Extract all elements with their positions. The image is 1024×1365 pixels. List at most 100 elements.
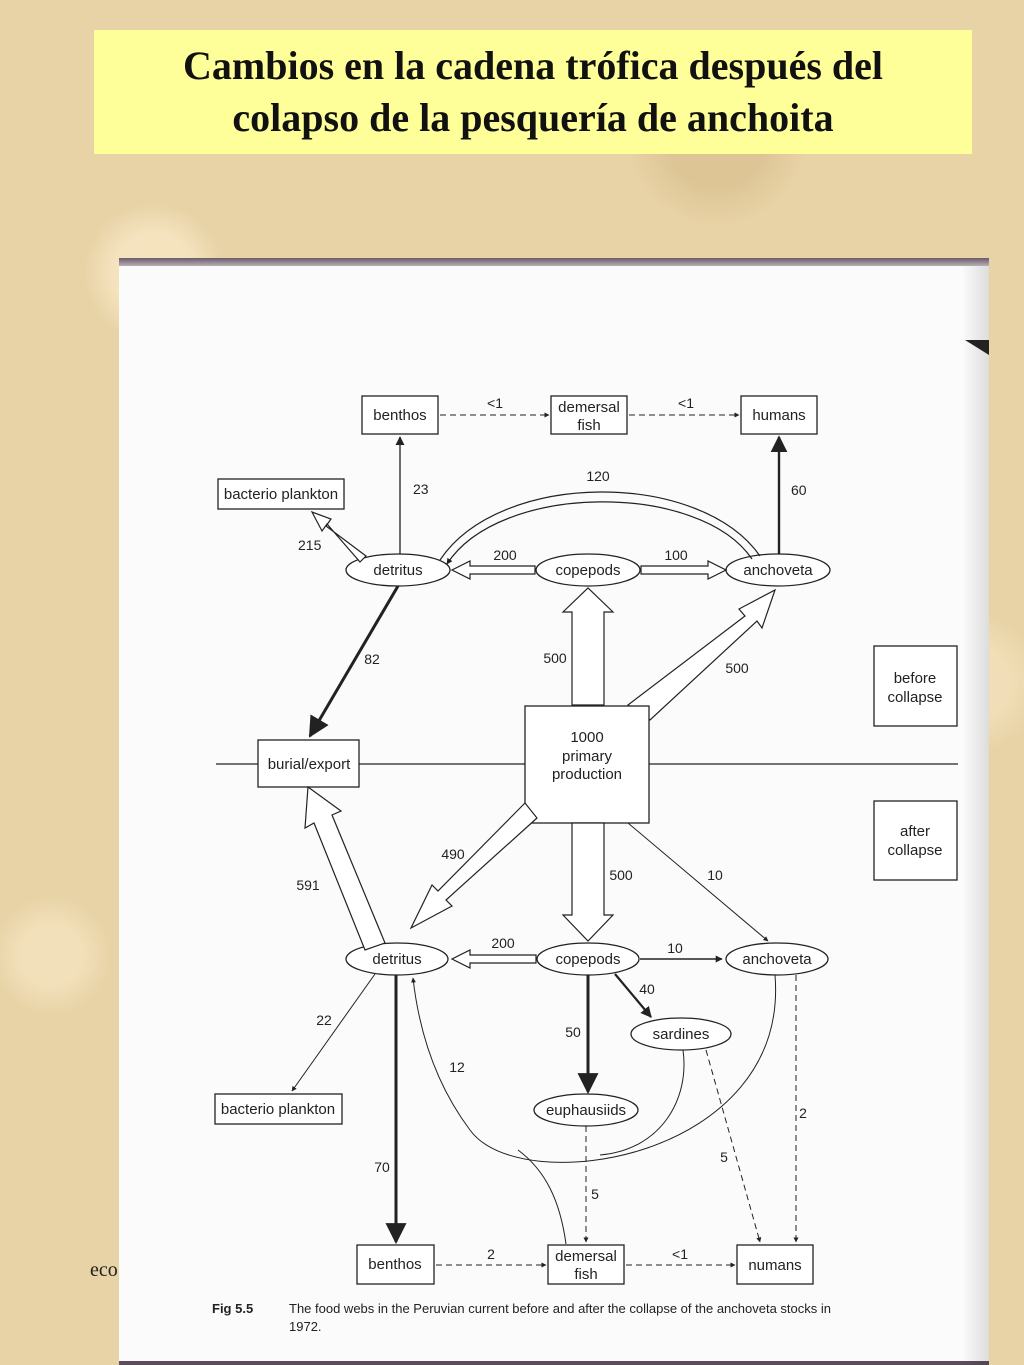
svg-text:benthos: benthos [368, 1256, 421, 1273]
node-humans-before: humans [740, 395, 818, 435]
flow-primary-anchoveta-before [626, 588, 777, 721]
slide-title: Cambios en la cadena trófica después del… [94, 30, 972, 154]
flow-primary-detritus-after [409, 802, 538, 930]
svg-text:fish: fish [574, 1266, 597, 1283]
flow-detritus-burial-after [304, 785, 386, 951]
svg-text:collapse: collapse [887, 842, 942, 859]
caption-label: Fig 5.5 [212, 1301, 253, 1316]
node-anchoveta-after: anchoveta [725, 942, 829, 976]
node-burial-export: burial/export [257, 739, 360, 788]
state-box-after-collapse: after collapse [873, 800, 958, 881]
label-demersal-humans-after: <1 [672, 1246, 688, 1262]
label-anchoveta-humans-after: 2 [799, 1105, 807, 1121]
node-detritus-before: detritus [345, 553, 451, 587]
label-demersal-humans-before: <1 [678, 395, 694, 411]
flow-copepods-detritus-before [450, 560, 536, 580]
svg-text:demersal: demersal [558, 399, 620, 416]
node-benthos-before: benthos [361, 395, 439, 435]
node-demersal-before: demersal fish [550, 395, 628, 435]
before-collapse-web: benthos demersal fish humans <1 <1 bacte… [217, 395, 831, 738]
svg-text:primary: primary [562, 748, 613, 765]
caption-line-2: 1972. [289, 1319, 322, 1334]
state-box-before-collapse: before collapse [873, 645, 958, 727]
flow-anchoveta-detritus-inner [446, 501, 753, 565]
node-euphausiids-after: euphausiids [533, 1093, 639, 1127]
label-detritus-burial-before: 82 [364, 651, 380, 667]
node-detritus-after: detritus [345, 942, 449, 976]
flow-sardines-humans-after [705, 1049, 762, 1243]
scan-top-edge [119, 258, 989, 266]
label-primary-detritus-after: 490 [441, 846, 465, 862]
svg-text:bacterio plankton: bacterio plankton [224, 486, 338, 503]
label-detritus-bacterio-before: 215 [298, 537, 322, 553]
svg-text:detritus: detritus [372, 951, 421, 968]
flow-sardines-detritus-after [599, 1049, 685, 1156]
label-benthos-demersal-before: <1 [487, 395, 503, 411]
label-detritus-burial-after: 591 [296, 877, 320, 893]
flow-copepods-anchoveta-before [640, 560, 728, 580]
svg-text:after: after [900, 823, 930, 840]
label-copepods-detritus-after: 200 [491, 935, 515, 951]
svg-text:euphausiids: euphausiids [546, 1102, 626, 1119]
flow-primary-anchoveta-after [627, 822, 769, 942]
svg-text:bacterio plankton: bacterio plankton [221, 1101, 335, 1118]
caption-line-1: The food webs in the Peruvian current be… [289, 1301, 831, 1316]
footer-fragment: eco [90, 1259, 118, 1281]
svg-text:sardines: sardines [653, 1026, 710, 1043]
figure-caption: Fig 5.5 The food webs in the Peruvian cu… [212, 1301, 831, 1334]
label-anchoveta-humans-before: 60 [791, 482, 807, 498]
label-primary-anchoveta-after: 10 [707, 867, 723, 883]
flow-detritus-burial-before [308, 585, 400, 738]
label-copepods-anchoveta-before: 100 [664, 547, 688, 563]
svg-text:detritus: detritus [373, 562, 422, 579]
title-line-2: colapso de la pesquería de anchoita [232, 95, 834, 140]
svg-text:demersal: demersal [555, 1248, 617, 1265]
flow-primary-copepods-before [561, 587, 615, 706]
after-collapse-web: detritus copepods anchoveta sardines eup… [214, 785, 829, 1285]
flow-copepods-detritus-after [450, 949, 537, 969]
label-detritus-bacterio-after: 22 [316, 1012, 332, 1028]
node-demersal-after: demersal fish [547, 1244, 625, 1285]
node-copepods-before: copepods [535, 553, 641, 587]
flow-euphausiids-curve-after [517, 1149, 567, 1245]
label-primary-copepods-after: 500 [609, 867, 633, 883]
title-line-1: Cambios en la cadena trófica después del [183, 43, 883, 88]
label-copepods-detritus-before: 200 [493, 547, 517, 563]
node-humans-after: numans [736, 1244, 814, 1285]
label-detritus-benthos-before: 23 [413, 481, 429, 497]
node-sardines-after: sardines [630, 1017, 732, 1051]
label-copepods-euphausiids-after: 50 [565, 1024, 581, 1040]
flow-detritus-bacterio-after [291, 973, 376, 1092]
label-benthos-demersal-after: 2 [487, 1246, 495, 1262]
svg-text:copepods: copepods [555, 951, 620, 968]
node-primary-production: 1000 primary production [524, 705, 650, 824]
svg-text:fish: fish [577, 417, 600, 434]
node-copepods-after: copepods [536, 942, 640, 976]
label-anchoveta-detritus-before: 120 [586, 468, 610, 484]
svg-text:collapse: collapse [887, 689, 942, 706]
flow-copepods-sardines-after [614, 973, 652, 1018]
svg-text:humans: humans [752, 407, 805, 424]
svg-text:production: production [552, 766, 622, 783]
node-bacterio-before: bacterio plankton [217, 478, 345, 510]
flow-anchoveta-detritus-after [411, 974, 776, 1163]
label-primary-anchoveta-before: 500 [725, 660, 749, 676]
label-primary-copepods-before: 500 [543, 650, 567, 666]
node-bacterio-after: bacterio plankton [214, 1093, 343, 1125]
label-sardines-humans-after: 5 [720, 1149, 728, 1165]
svg-text:before: before [894, 670, 937, 687]
label-copepods-anchoveta-after: 10 [667, 940, 683, 956]
svg-text:burial/export: burial/export [268, 756, 351, 773]
svg-text:numans: numans [748, 1257, 801, 1274]
scan-right-shadow [962, 266, 989, 1365]
svg-text:benthos: benthos [373, 407, 426, 424]
label-euphausiids-demersal-after: 5 [591, 1186, 599, 1202]
flow-primary-copepods-after [561, 822, 615, 942]
svg-text:anchoveta: anchoveta [742, 951, 812, 968]
label-to-detritus-after: 12 [449, 1059, 465, 1075]
label-detritus-benthos-after: 70 [374, 1159, 390, 1175]
svg-text:copepods: copepods [555, 562, 620, 579]
flow-detritus-bacterio-before [310, 510, 367, 563]
page-edge-mark [965, 340, 989, 355]
